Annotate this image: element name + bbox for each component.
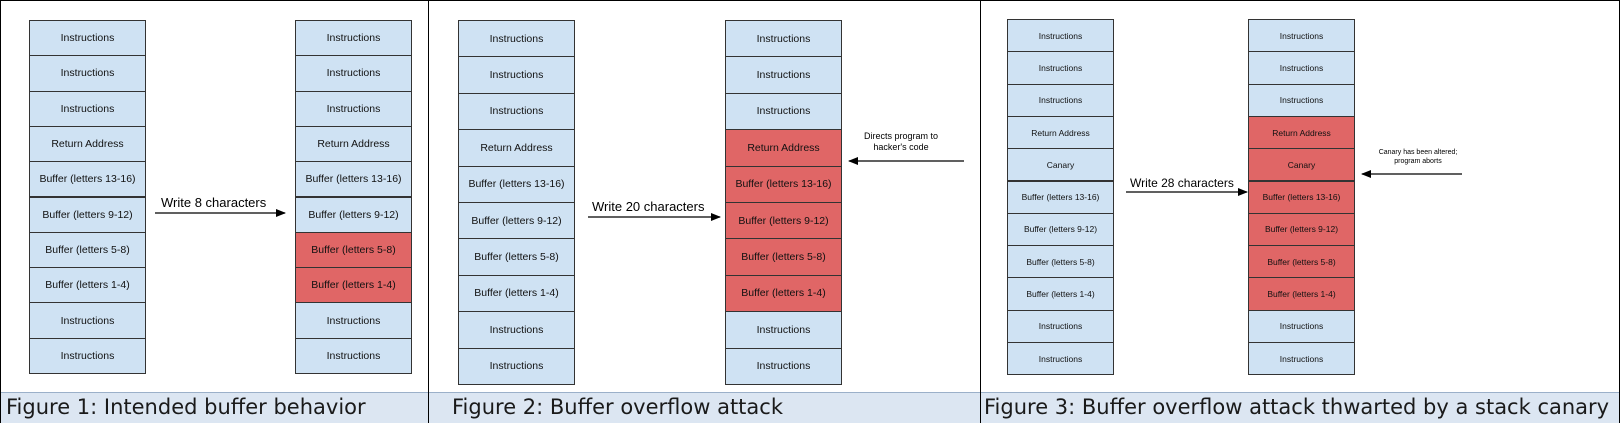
figure-1-before-cell: Instructions	[29, 337, 146, 374]
frame-top-border	[0, 0, 1620, 1]
figure-1-after-cell: Instructions	[295, 20, 412, 57]
figure-2-after-cell: Instructions	[725, 56, 842, 94]
figure-3-after-cell: Instructions	[1248, 51, 1355, 85]
figure-1-caption: Figure 1: Intended buffer behavior	[6, 395, 366, 419]
figure-2-after-cell: Return Address	[725, 129, 842, 167]
figure-3-note: Canary has been altered; program aborts	[1378, 149, 1458, 165]
figure-2-arrow-label: Write 20 characters	[592, 199, 705, 214]
figure-3-before-cell: Instructions	[1007, 51, 1114, 85]
figure-2-before-cell: Instructions	[458, 347, 575, 385]
figure-2-caption: Figure 2: Buffer overflow attack	[452, 395, 783, 419]
figure-1-after-cell: Buffer (letters 5-8)	[295, 231, 412, 269]
figure-2-before-cell: Instructions	[458, 311, 575, 349]
figure-1-arrow-label: Write 8 characters	[161, 195, 267, 210]
figure-1-after-cell: Buffer (letters 1-4)	[295, 267, 412, 304]
figure-1-after-cell: Instructions	[295, 337, 412, 374]
caption-bar	[1, 392, 1619, 423]
figure-3-after-cell: Instructions	[1248, 342, 1355, 376]
figure-2-before-cell: Buffer (letters 13-16)	[458, 165, 575, 203]
figure-2-note: Directs program to hacker's code	[863, 131, 939, 153]
figure-2-before-cell: Instructions	[458, 92, 575, 131]
figure-3-before-cell: Instructions	[1007, 342, 1114, 376]
figure-3-caption: Figure 3: Buffer overflow attack thwarte…	[984, 395, 1610, 419]
figure-2-before-cell: Return Address	[458, 129, 575, 167]
figure-1-before-cell: Return Address	[29, 125, 146, 163]
frame-left-border	[0, 0, 1, 423]
figure-3-after-cell: Buffer (letters 13-16)	[1248, 180, 1355, 214]
figure-3-after-cell: Buffer (letters 1-4)	[1248, 277, 1355, 311]
figure-1-before-cell: Instructions	[29, 55, 146, 92]
figure-3-after-cell: Canary	[1248, 148, 1355, 182]
figure-3-before-cell: Instructions	[1007, 19, 1114, 53]
figure-2-after-cell: Instructions	[725, 311, 842, 349]
figure-2-after-cell: Buffer (letters 1-4)	[725, 274, 842, 313]
figure-1-before-cell: Buffer (letters 5-8)	[29, 231, 146, 269]
figure-1-after-cell: Instructions	[295, 90, 412, 127]
figure-2-before-cell: Instructions	[458, 56, 575, 94]
figure-divider	[428, 0, 429, 423]
figure-1-after-cell: Instructions	[295, 302, 412, 339]
figure-3-before-cell: Instructions	[1007, 309, 1114, 343]
figure-3-arrow-label: Write 28 characters	[1130, 176, 1234, 190]
figure-1-before-cell: Buffer (letters 9-12)	[29, 196, 146, 233]
figure-2-after-cell: Buffer (letters 13-16)	[725, 165, 842, 203]
figure-2-after-cell: Instructions	[725, 20, 842, 58]
figure-1-after-cell: Buffer (letters 13-16)	[295, 161, 412, 198]
figure-3-after-cell: Instructions	[1248, 309, 1355, 343]
figure-divider	[980, 0, 981, 423]
figure-1-before-cell: Instructions	[29, 302, 146, 339]
figure-3-after-cell: Instructions	[1248, 19, 1355, 53]
figure-2-after-cell: Instructions	[725, 92, 842, 131]
figure-1-before-cell: Buffer (letters 13-16)	[29, 161, 146, 198]
figure-3-before-cell: Buffer (letters 9-12)	[1007, 212, 1114, 247]
figure-2-before-cell: Instructions	[458, 20, 575, 58]
figure-3-after-cell: Buffer (letters 5-8)	[1248, 245, 1355, 279]
figure-2-after-cell: Instructions	[725, 347, 842, 385]
